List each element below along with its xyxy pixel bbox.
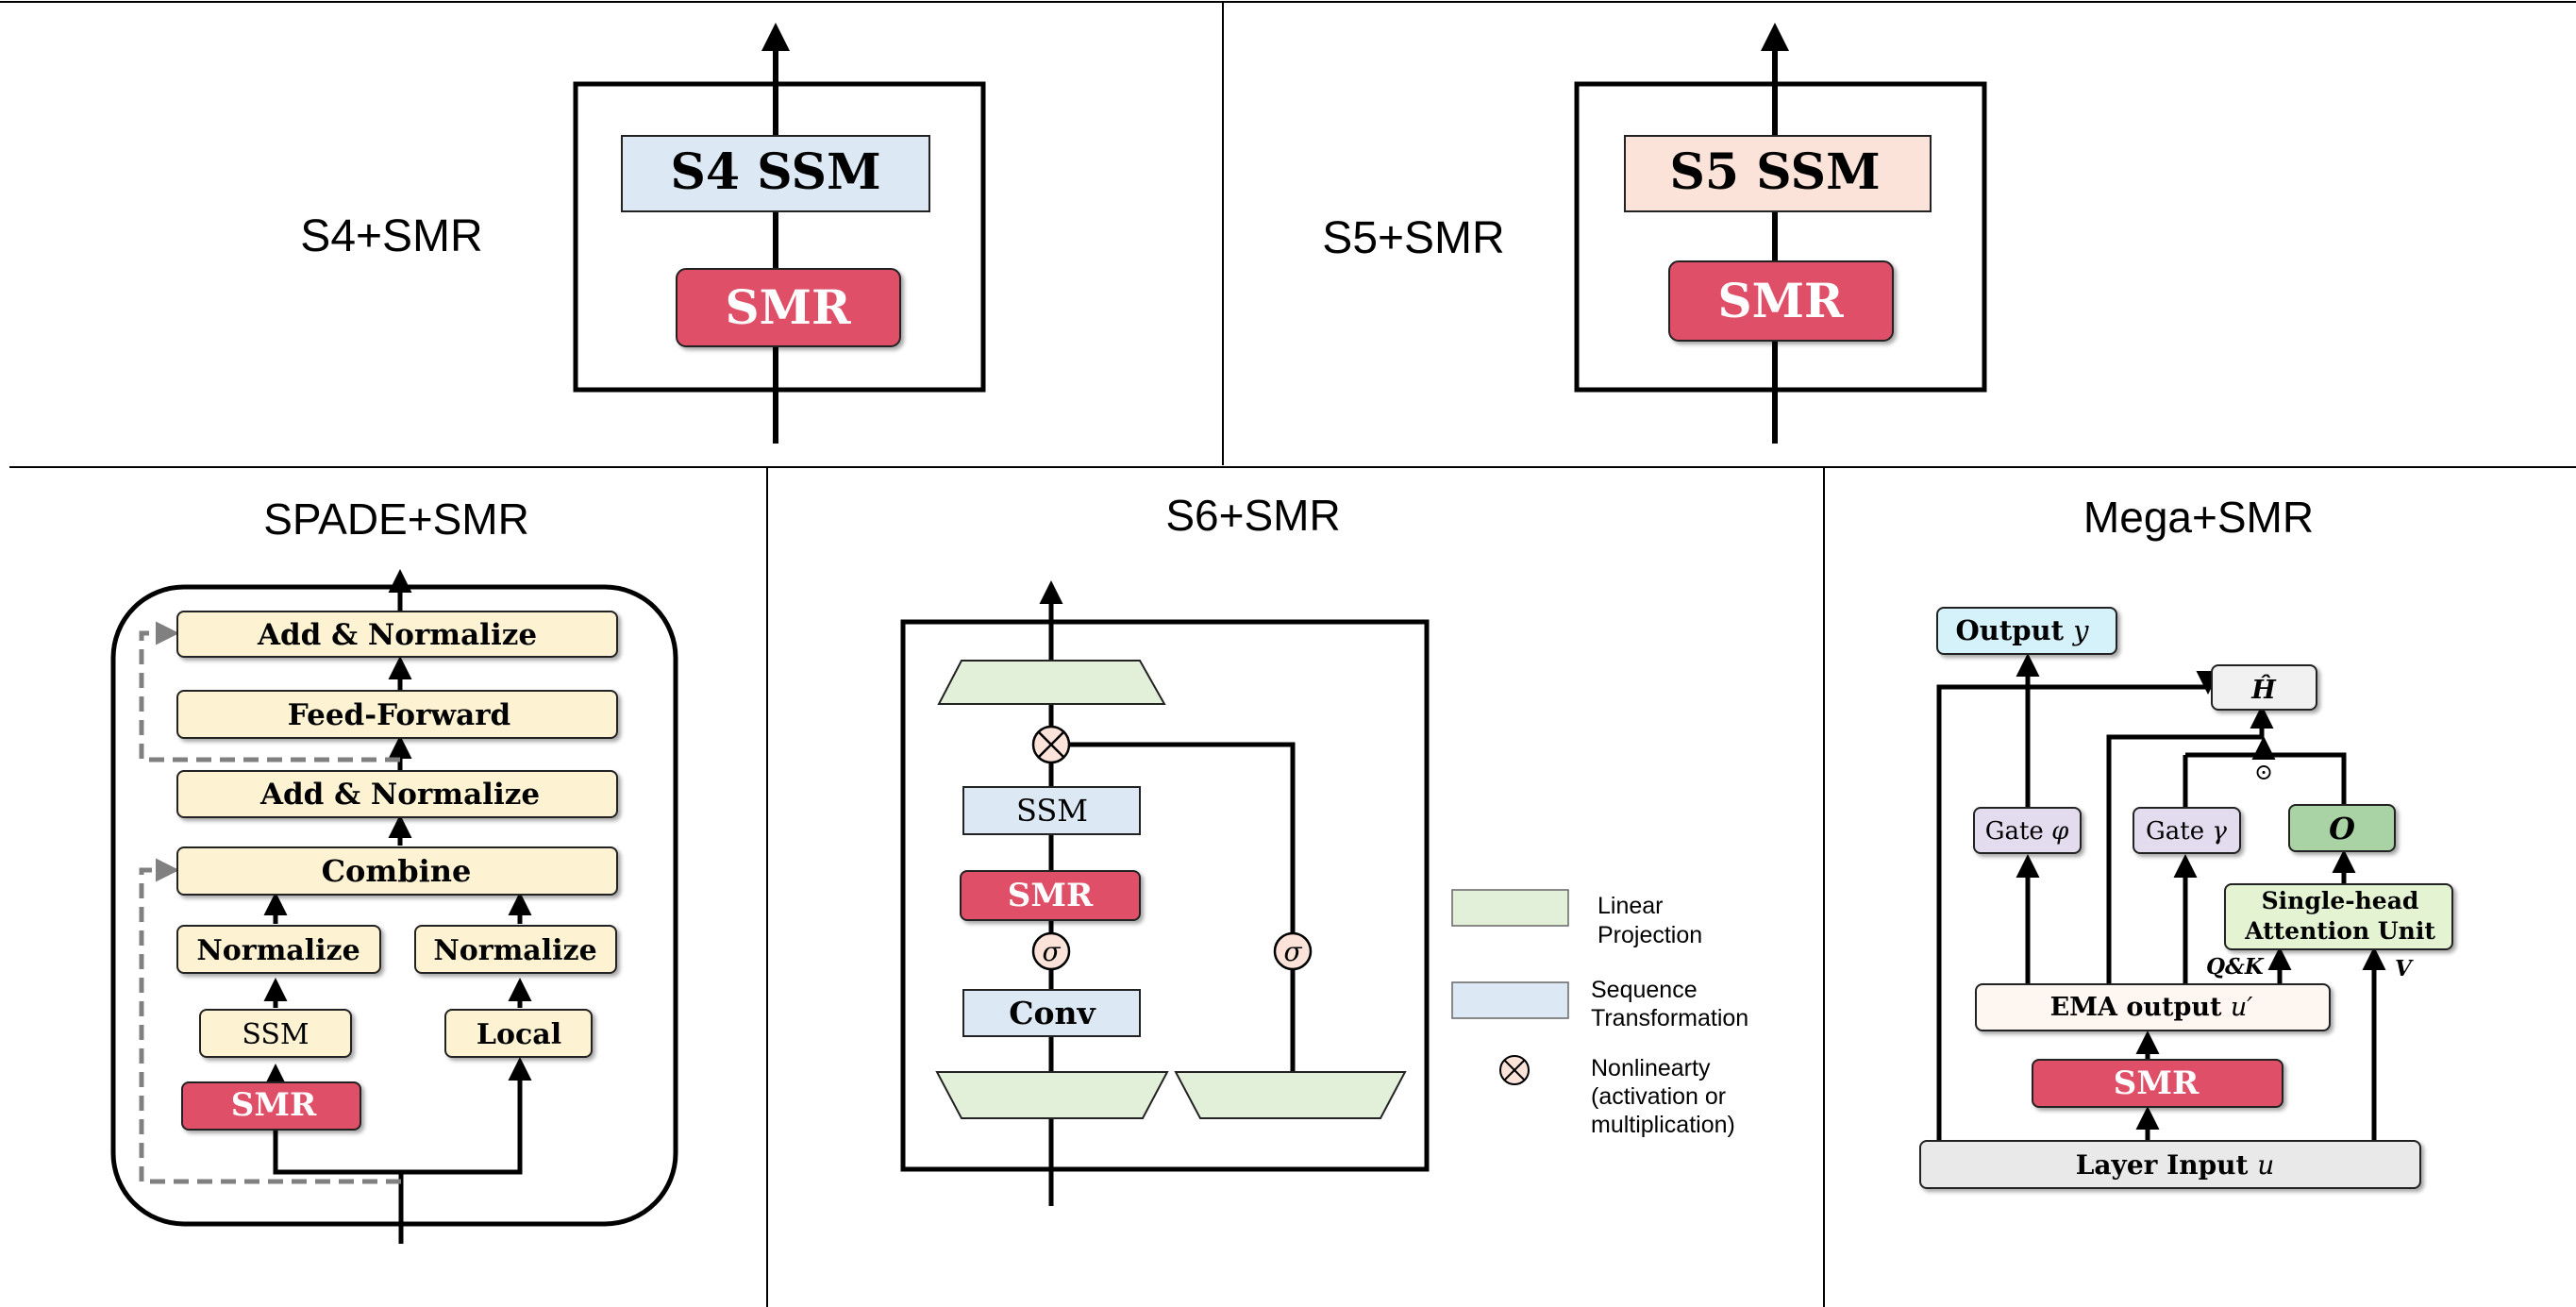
- spade-title: SPADE+SMR: [263, 494, 529, 544]
- mega-output-box: [1936, 607, 2117, 655]
- mega-output-label: Output y: [1956, 614, 2090, 646]
- mega-attention-box: [2224, 883, 2453, 950]
- s4-ssm-label: S4 SSM: [670, 143, 880, 201]
- legend-linear-line2: Projection: [1597, 922, 1702, 948]
- spade-smr-box: [181, 1081, 361, 1131]
- s6-ssm-label: SSM: [1016, 793, 1088, 829]
- mega-ema-label: EMA output u′: [2050, 993, 2253, 1022]
- mega-qk-label: Q&K: [2206, 954, 2265, 980]
- s5-block-frame: [1574, 81, 1987, 393]
- panel-s5: S5+SMR S5 SSM SMR: [1322, 23, 1987, 444]
- s5-smr-label: SMR: [1717, 273, 1843, 328]
- s4-smr-box: [676, 268, 901, 347]
- legend-nonlin-line3: multiplication): [1591, 1112, 1735, 1138]
- mega-output-var: y: [2071, 614, 2089, 646]
- legend-linear-line1: Linear: [1597, 893, 1664, 919]
- s4-smr-label: SMR: [725, 279, 850, 335]
- s6-bottom-left-projection: [935, 1071, 1169, 1119]
- mega-smr-box: [2032, 1059, 2283, 1108]
- s6-smr-box: [960, 870, 1141, 921]
- spade-local-label: Local: [477, 1018, 561, 1051]
- spade-add-norm-mid-box: [176, 770, 618, 818]
- s6-sigma-left-node: [1031, 931, 1071, 971]
- s6-sigma-left-label: σ: [1042, 936, 1061, 967]
- s5-ssm-box: [1624, 135, 1932, 212]
- mega-output-text: Output: [1956, 614, 2065, 646]
- s5-title: S5+SMR: [1322, 213, 1504, 263]
- s6-legend: Linear Projection Sequence Transformatio…: [1451, 889, 1748, 1138]
- s4-block-frame: [573, 81, 986, 393]
- s6-title: S6+SMR: [1165, 491, 1340, 540]
- s6-bottom-right-projection: [1174, 1071, 1407, 1119]
- mega-hhat-box: [2211, 664, 2317, 711]
- mega-gate-gamma-label: Gate γ: [2146, 817, 2227, 846]
- mega-title: Mega+SMR: [2083, 493, 2314, 542]
- s6-top-projection: [937, 660, 1166, 705]
- spade-feed-forward-label: Feed-Forward: [288, 698, 510, 732]
- mega-gate-phi-var: φ: [2051, 817, 2069, 846]
- s6-sigma-right-label: σ: [1283, 936, 1302, 967]
- legend-linear-swatch: [1451, 889, 1569, 927]
- spade-combine-label: Combine: [322, 853, 472, 889]
- s4-ssm-box: [621, 135, 930, 212]
- spade-ssm-box: [199, 1009, 352, 1058]
- s5-ssm-label: S5 SSM: [1669, 143, 1880, 201]
- spade-feed-forward-box: [176, 690, 618, 739]
- spade-normalize-left-label: Normalize: [196, 934, 360, 967]
- panel-s4: S4+SMR S4 SSM SMR: [300, 23, 986, 444]
- spade-normalize-right-box: [414, 925, 617, 974]
- mega-gate-gamma-box: [2133, 807, 2241, 854]
- spade-local-box: [444, 1009, 593, 1058]
- s6-sigma-right-node: [1273, 931, 1313, 971]
- mega-hhat-label: Ĥ: [2250, 674, 2277, 705]
- panel-s6: S6+SMR SSM SMR σ σ Conv Linear Projectio…: [900, 491, 1748, 1206]
- spade-smr-label: SMR: [231, 1086, 317, 1124]
- legend-nonlin-line1: Nonlinearty: [1591, 1055, 1711, 1081]
- spade-add-norm-top-label: Add & Normalize: [257, 618, 537, 652]
- mega-gate-phi-text: Gate: [1985, 817, 2044, 846]
- mega-o-label: O: [2329, 811, 2355, 846]
- legend-nonlin-line2: (activation or: [1591, 1083, 1726, 1110]
- mega-ema-text: EMA output: [2050, 993, 2222, 1022]
- legend-sequence-line2: Transformation: [1591, 1005, 1748, 1031]
- mega-layer-input-box: [1919, 1140, 2421, 1189]
- panel-mega: Mega+SMR Output y Ĥ ⊙ Gate φ Gate γ O Si…: [1919, 493, 2453, 1189]
- mega-v-label: V: [2395, 956, 2414, 981]
- s6-ssm-box: [962, 786, 1141, 835]
- legend-sequence-line1: Sequence: [1591, 977, 1698, 1003]
- mega-gate-phi-label: Gate φ: [1985, 817, 2069, 846]
- spade-add-norm-mid-label: Add & Normalize: [259, 778, 540, 812]
- s6-block-frame: [900, 619, 1430, 1172]
- mega-ema-var: u′: [2231, 993, 2253, 1022]
- spade-add-norm-top-box: [176, 611, 618, 658]
- panel-spade: SPADE+SMR Add & Normalize Feed-Forward A…: [110, 494, 678, 1244]
- legend-sequence-swatch: [1451, 981, 1569, 1019]
- mega-gate-gamma-var: γ: [2212, 817, 2227, 846]
- spade-combine-box: [176, 846, 618, 896]
- s6-conv-box: [962, 989, 1141, 1037]
- mega-smr-label: SMR: [2114, 1064, 2200, 1102]
- s6-smr-label: SMR: [1008, 877, 1094, 914]
- spade-normalize-left-box: [176, 925, 381, 974]
- mega-layer-input-text: Layer Input: [2076, 1149, 2249, 1181]
- mega-attention-line2: Attention Unit: [2244, 917, 2435, 945]
- mega-gate-phi-box: [1973, 807, 2082, 854]
- spade-ssm-label: SSM: [242, 1018, 309, 1051]
- mega-hadamard-symbol: ⊙: [2254, 759, 2273, 785]
- mega-layer-input-var: u: [2257, 1149, 2274, 1181]
- s6-conv-label: Conv: [1009, 995, 1096, 1031]
- mega-attention-line1: Single-head: [2262, 887, 2419, 914]
- mega-o-box: [2288, 804, 2396, 852]
- mega-layer-input-label: Layer Input u: [2076, 1149, 2275, 1181]
- s5-smr-box: [1668, 260, 1894, 342]
- s4-title: S4+SMR: [300, 211, 482, 261]
- mega-gate-gamma-text: Gate: [2146, 817, 2204, 846]
- spade-normalize-right-label: Normalize: [433, 934, 596, 967]
- mega-ema-box: [1975, 983, 2331, 1031]
